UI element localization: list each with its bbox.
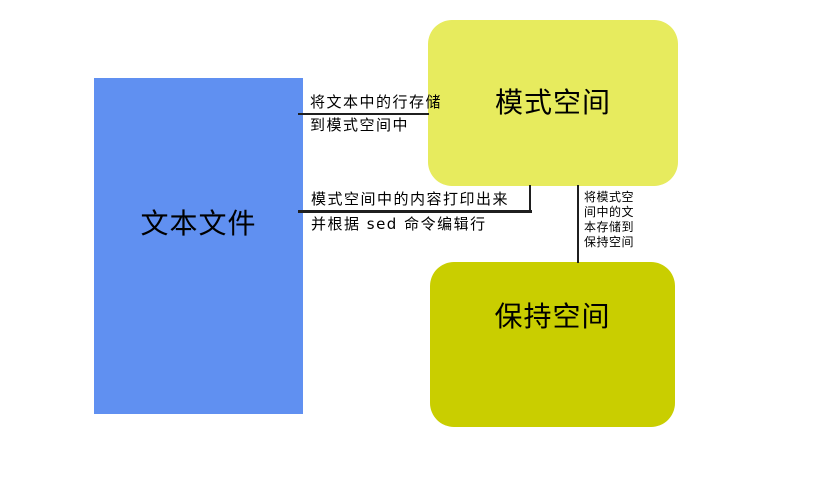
edge-label-pattern-to-hold: 将模式空 间中的文 本存储到 保持空间 <box>584 190 635 249</box>
edge-label-print-line-1: 模式空间中的内容打印出来 <box>311 190 510 208</box>
connector-pattern-to-textfile-horizontal-line <box>298 210 532 213</box>
edge-label-store-line-2: 到模式空间中 <box>310 116 410 134</box>
node-hold-space-label: 保持空间 <box>494 300 611 333</box>
connector-pattern-to-textfile-vertical-line <box>529 185 531 213</box>
node-hold-space: 保持空间 <box>430 262 675 427</box>
node-pattern-space-label: 模式空间 <box>494 86 611 119</box>
connector-pattern-to-hold-line <box>577 185 579 263</box>
node-pattern-space: 模式空间 <box>428 20 678 186</box>
node-text-file-label: 文本文件 <box>140 207 257 240</box>
connector-textfile-to-pattern-line <box>298 113 429 115</box>
edge-label-store-line-1: 将文本中的行存储 <box>310 93 443 111</box>
edge-label-print-line-2: 并根据 sed 命令编辑行 <box>311 215 487 233</box>
node-text-file: 文本文件 <box>94 78 303 414</box>
